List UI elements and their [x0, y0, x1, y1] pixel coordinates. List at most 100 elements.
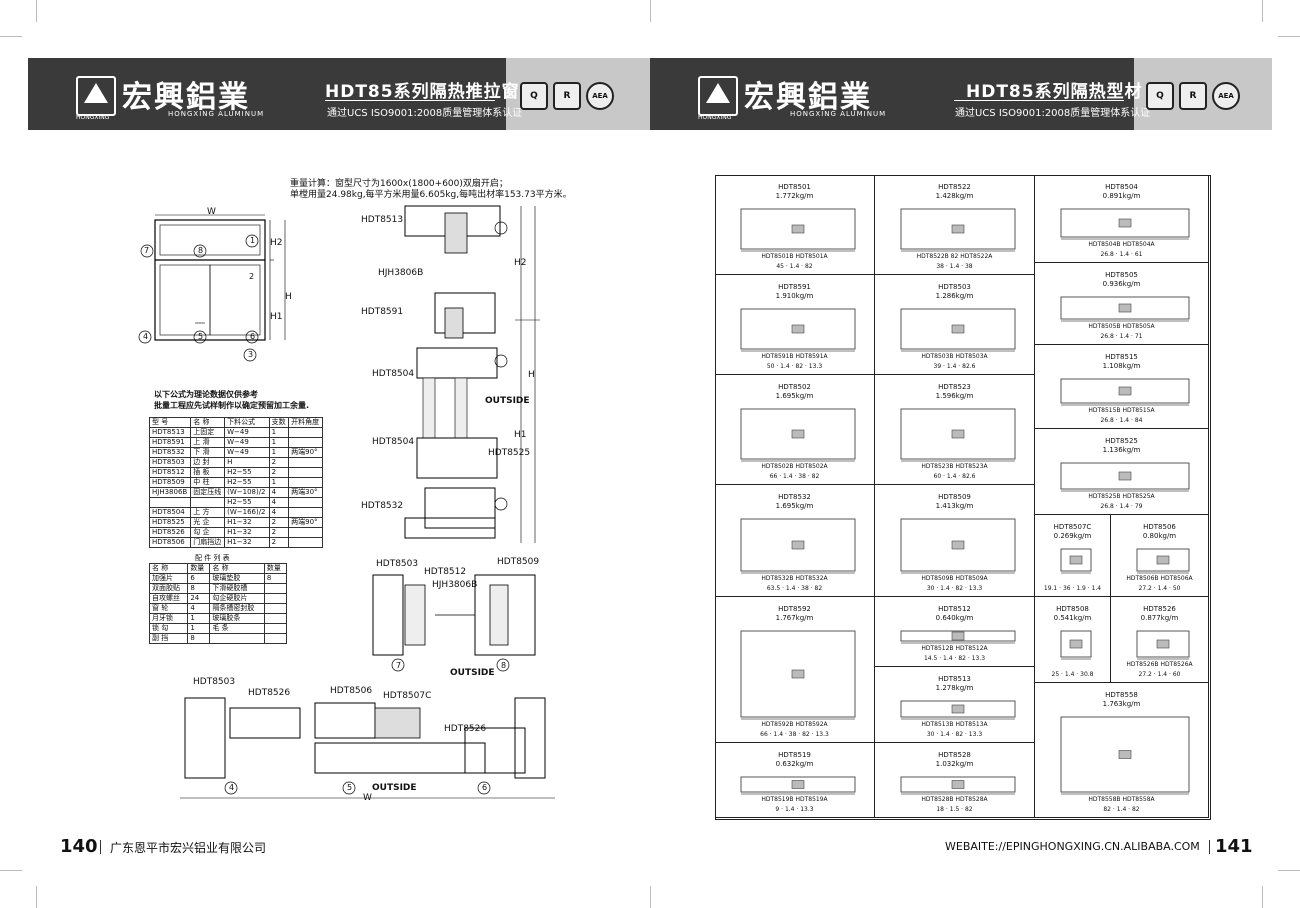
page-title: HDT85系列隔热推拉窗	[325, 82, 520, 102]
cell: HDT8526	[148, 527, 192, 538]
page-number-left: 140	[60, 836, 98, 857]
logo-caption: HONGXING	[698, 114, 732, 121]
profile-catalog-grid	[715, 175, 1211, 820]
profile-section-sketch	[900, 776, 1016, 795]
profile-code: HDT8502	[778, 383, 811, 391]
profile-code: HDT8506	[1143, 523, 1176, 531]
cell: 两端30°	[288, 487, 323, 498]
weight-note-line1: 重量计算：窗型尺寸为1600x(1800+600)双扇开启；	[290, 179, 508, 189]
cell: 2	[268, 467, 290, 478]
cell: 双面胶贴	[148, 583, 189, 594]
profile-dimensions: 66 · 1.4 · 38 · 82	[769, 473, 820, 480]
circle-3: 3	[248, 350, 254, 359]
table-header-row: 型 号 名 称 下料公式 支数 开料角度	[148, 417, 323, 428]
cell: 24	[187, 593, 211, 604]
bottom-outside-label: OUTSIDE	[372, 783, 417, 793]
cell: HDT8509	[148, 477, 192, 488]
cell	[288, 457, 323, 468]
profile-code: HDT8508	[1056, 605, 1089, 613]
cell: 玻璃胶条	[209, 613, 265, 624]
aea-badge: AEA	[586, 82, 614, 110]
cell	[288, 537, 323, 548]
crop-mark	[650, 0, 651, 22]
profile-part-codes: HDT8509B HDT8509A	[921, 575, 988, 582]
cell: 8	[187, 583, 211, 594]
cert-text: 通过UCS ISO9001:2008质量管理体系认证	[327, 108, 523, 119]
cell: 2	[268, 457, 290, 468]
brand-name-cn: 宏興鋁業	[744, 80, 872, 115]
col-header: 型 号	[148, 417, 192, 428]
profile-part-codes: HDT8523B HDT8523A	[921, 463, 988, 470]
profile-section-sketch	[1060, 378, 1190, 406]
section-h2: H2	[514, 258, 527, 268]
profile-weight: 1.596kg/m	[935, 392, 974, 400]
profile-weight: 0.632kg/m	[775, 760, 814, 768]
profile-weight: 0.541kg/m	[1053, 614, 1092, 622]
crop-mark	[1262, 886, 1263, 908]
cell: 2	[268, 527, 290, 538]
profile-part-codes: HDT8515B HDT8515A	[1088, 407, 1155, 414]
cell: 下滑硬胶槽	[209, 583, 265, 594]
registered-badge: R	[1179, 82, 1207, 110]
cell: 自攻螺丝	[148, 593, 189, 604]
profile-code: HDT8509	[938, 493, 971, 501]
cell: HDT8532	[148, 447, 192, 458]
cell: (W−108)/2	[224, 487, 270, 498]
cell: 加强片	[148, 573, 189, 584]
profile-code: HDT8526	[1143, 605, 1176, 613]
col-header: 支数	[268, 417, 290, 428]
h1-label: H1	[270, 312, 283, 322]
cell: (W−166)/2	[224, 507, 270, 518]
bottom-circle-4: 4	[229, 783, 235, 792]
cell: 副 挡	[148, 633, 189, 644]
detail-label-a: HDT8503	[376, 559, 419, 569]
profile-part-codes: HDT8501B HDT8501A	[761, 253, 828, 260]
footer-divider	[1209, 840, 1210, 854]
profile-weight: 1.910kg/m	[775, 292, 814, 300]
cell: 上 方	[190, 507, 226, 518]
cell: HJH3806B	[148, 487, 192, 498]
quality-badge: Q	[1146, 82, 1174, 110]
crop-mark	[36, 0, 37, 22]
cell: HDT8504	[148, 507, 192, 518]
profile-section-sketch	[900, 408, 1016, 462]
profile-weight: 1.136kg/m	[1102, 446, 1141, 454]
profile-dimensions: 26.8 · 1.4 · 79	[1100, 503, 1143, 510]
cell: HDT8525	[148, 517, 192, 528]
cell: 4	[268, 507, 290, 518]
cell: H2−55	[224, 477, 270, 488]
profile-code: HDT8515	[1105, 353, 1138, 361]
section-h1: H1	[514, 430, 527, 440]
circle-4: 4	[143, 332, 149, 341]
profile-section-sketch	[740, 776, 856, 795]
profile-section-sketch	[900, 700, 1016, 720]
profile-weight: 1.695kg/m	[775, 502, 814, 510]
detail-label-d: HDT8509	[497, 557, 540, 567]
bottom-label-d: HDT8507C	[383, 691, 432, 701]
profile-part-codes: HDT8591B HDT8591A	[761, 353, 828, 360]
aea-badge: AEA	[1212, 82, 1240, 110]
profile-weight: 1.767kg/m	[775, 614, 814, 622]
h2-label: H2	[270, 238, 283, 248]
profile-section-sketch	[1060, 716, 1190, 795]
cell	[263, 583, 288, 594]
cell: W−49	[224, 447, 270, 458]
profile-section-sketch	[740, 308, 856, 352]
crop-mark	[0, 870, 22, 871]
cell: 下 滑	[190, 447, 226, 458]
profile-section-sketch	[1136, 548, 1190, 574]
cell: H1−32	[224, 517, 270, 528]
horizontal-section-drawing	[180, 697, 555, 799]
profile-section-sketch	[1060, 208, 1190, 240]
profile-part-codes: HDT8558B HDT8558A	[1088, 796, 1155, 803]
